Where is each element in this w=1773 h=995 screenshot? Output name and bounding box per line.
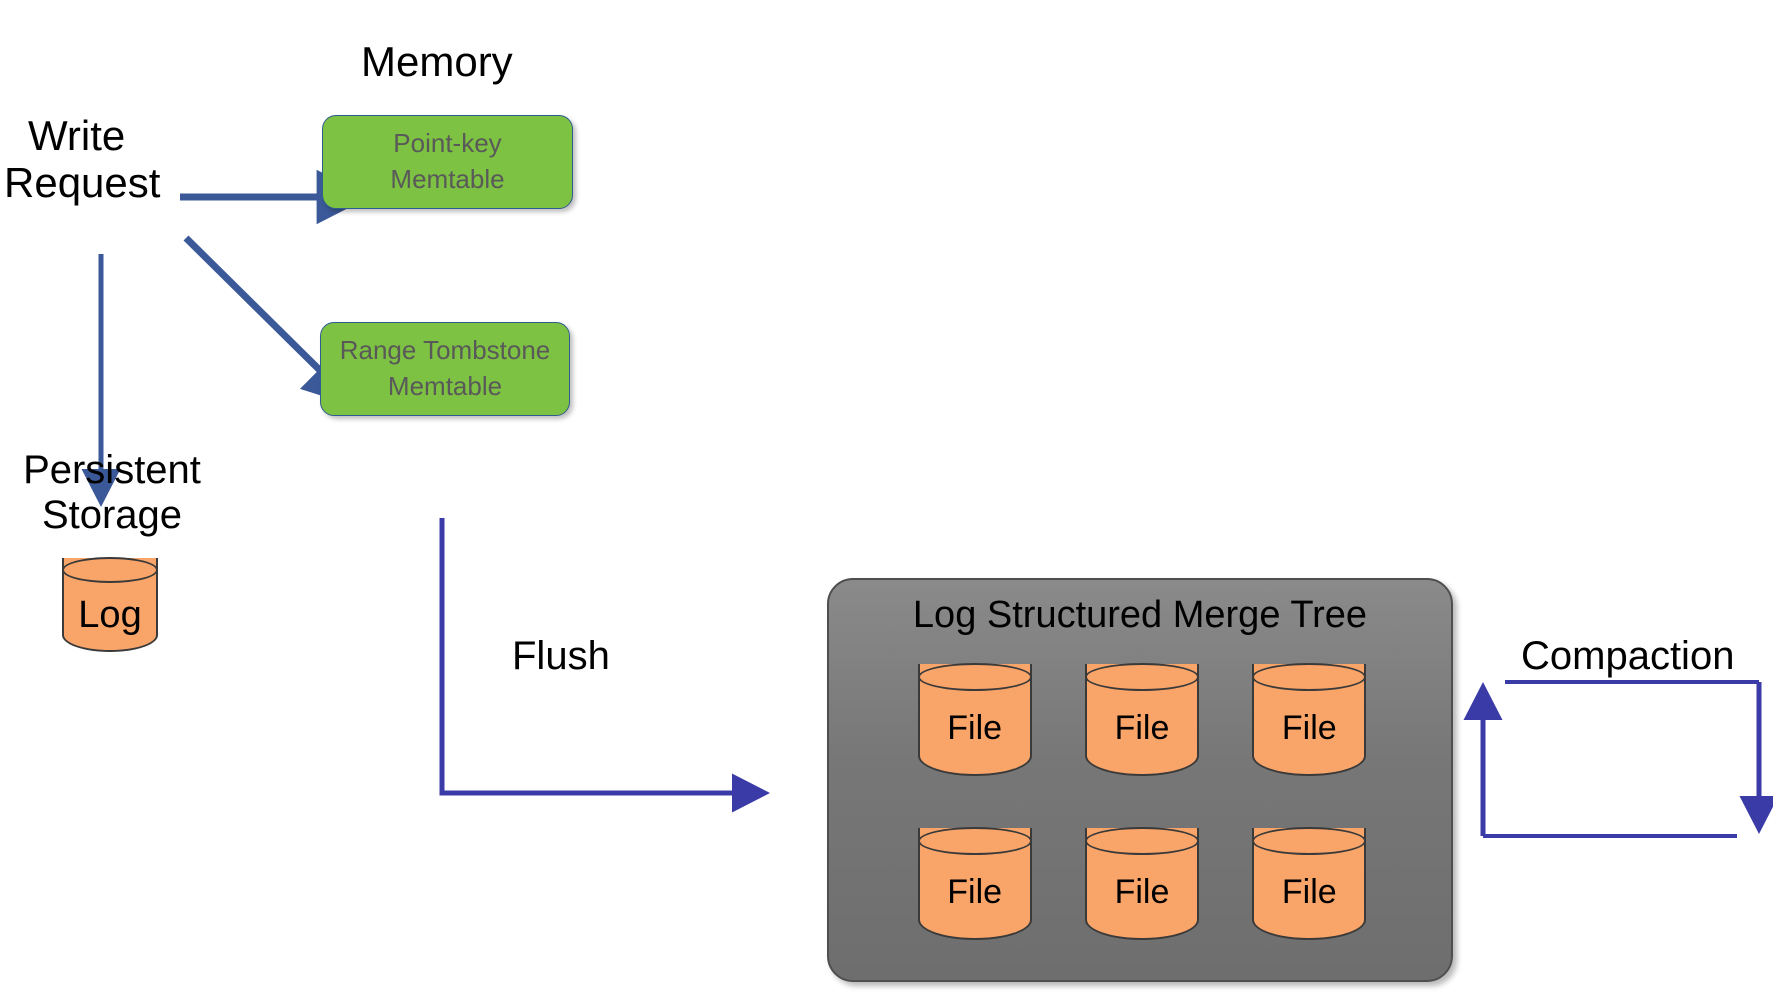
file-cylinder-top	[1084, 827, 1199, 855]
label-write-request: Write Request	[4, 112, 160, 206]
file-cylinder-icon[interactable]: File	[1252, 663, 1367, 776]
point-key-memtable-line2: Memtable	[390, 164, 505, 194]
file-cylinder-top	[1084, 663, 1199, 691]
arrow-compaction-loop	[1463, 680, 1773, 838]
file-cylinder-top	[1252, 827, 1367, 855]
point-key-memtable-text: Point-key Memtable	[390, 126, 504, 198]
log-cylinder-top	[62, 557, 158, 583]
label-memory: Memory	[361, 38, 513, 85]
label-persistent-line2: Storage	[41, 492, 183, 537]
range-tombstone-memtable-box[interactable]: Range Tombstone Memtable	[320, 322, 570, 416]
file-cylinder-label: File	[947, 708, 1003, 747]
file-cylinder-label: File	[1114, 708, 1170, 747]
file-cylinder-label: File	[1114, 872, 1170, 911]
lsm-file-grid: File File File File File	[891, 663, 1393, 940]
file-cylinder-icon[interactable]: File	[1084, 663, 1199, 776]
label-compaction: Compaction	[1521, 634, 1735, 678]
lsm-tree-container[interactable]: Log Structured Merge Tree File File File	[827, 578, 1453, 982]
file-cylinder-icon[interactable]: File	[917, 663, 1032, 776]
file-cylinder-label: File	[1281, 708, 1337, 747]
file-cylinder-top	[1252, 663, 1367, 691]
label-write-line2: Request	[4, 159, 161, 207]
file-cylinder-icon[interactable]: File	[1252, 827, 1367, 940]
log-cylinder-icon[interactable]: Log	[62, 557, 158, 652]
point-key-memtable-line1: Point-key	[393, 128, 502, 159]
file-cylinder-label: File	[947, 872, 1003, 911]
file-cylinder-label: File	[1281, 872, 1337, 911]
file-cylinder-top	[917, 663, 1032, 691]
label-persistent-line1: Persistent	[23, 448, 201, 492]
label-persistent-storage: Persistent Storage	[22, 448, 202, 538]
log-cylinder-label: Log	[78, 593, 142, 636]
file-cylinder-icon[interactable]: File	[917, 827, 1032, 940]
point-key-memtable-box[interactable]: Point-key Memtable	[322, 115, 573, 209]
lsm-tree-title: Log Structured Merge Tree	[912, 594, 1368, 636]
label-write-line1: Write	[28, 112, 126, 159]
range-tombstone-memtable-line1: Range Tombstone	[339, 335, 551, 366]
range-tombstone-memtable-line2: Memtable	[387, 371, 503, 401]
range-tombstone-memtable-text: Range Tombstone Memtable	[340, 333, 551, 405]
label-flush: Flush	[512, 634, 610, 678]
file-cylinder-icon[interactable]: File	[1084, 827, 1199, 940]
file-cylinder-top	[917, 827, 1032, 855]
